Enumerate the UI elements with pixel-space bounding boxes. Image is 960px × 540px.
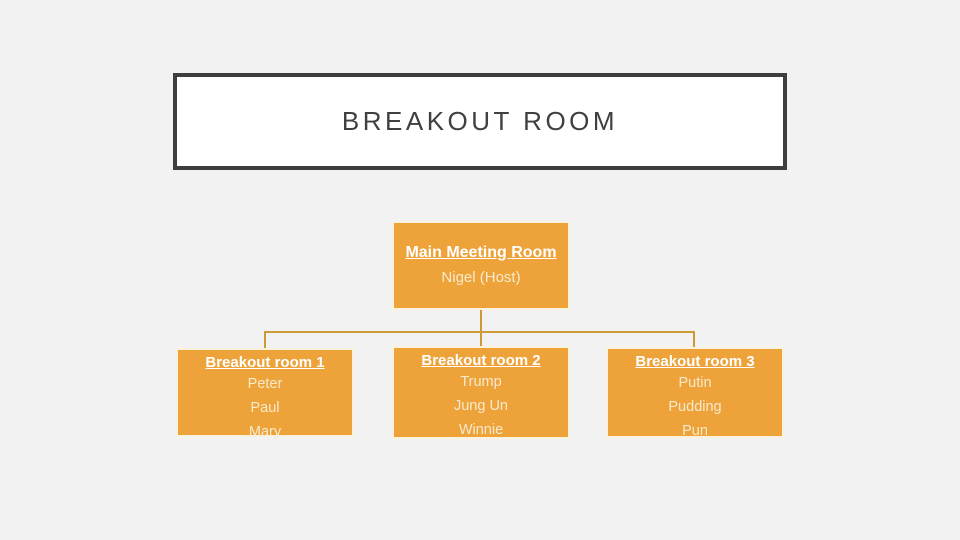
member-name: Jung Un [453, 398, 508, 414]
connector-stem [480, 310, 482, 331]
breakout-room-2-title: Breakout room 2 [421, 352, 541, 369]
main-meeting-room-title: Main Meeting Room [405, 243, 557, 261]
member-name: Putin [678, 375, 712, 391]
slide-title-box[interactable]: BREAKOUT ROOM [173, 73, 787, 170]
breakout-room-1-box[interactable]: Breakout room 1 Peter Paul Mary [176, 348, 354, 440]
member-name: Pudding [668, 399, 722, 415]
connector-drop-room-2 [480, 331, 482, 346]
member-name: Pun [682, 423, 708, 439]
breakout-room-2-box[interactable]: Breakout room 2 Trump Jung Un Winnie [392, 346, 570, 439]
connector-drop-room-3 [693, 331, 695, 347]
connector-horizontal-bar [264, 331, 695, 333]
main-meeting-room-box[interactable]: Main Meeting Room Nigel (Host) [392, 221, 570, 310]
member-name: Trump [460, 374, 502, 390]
member-name: Winnie [458, 422, 504, 438]
member-name: Paul [250, 400, 280, 416]
connector-drop-room-1 [264, 331, 266, 348]
breakout-room-1-title: Breakout room 1 [205, 354, 325, 371]
breakout-room-3-box[interactable]: Breakout room 3 Putin Pudding Pun [606, 347, 784, 439]
member-name: Peter [247, 376, 283, 392]
main-meeting-room-host: Nigel (Host) [441, 268, 521, 286]
breakout-room-3-title: Breakout room 3 [635, 353, 755, 370]
slide-title: BREAKOUT ROOM [341, 106, 619, 136]
member-name: Mary [248, 424, 282, 440]
